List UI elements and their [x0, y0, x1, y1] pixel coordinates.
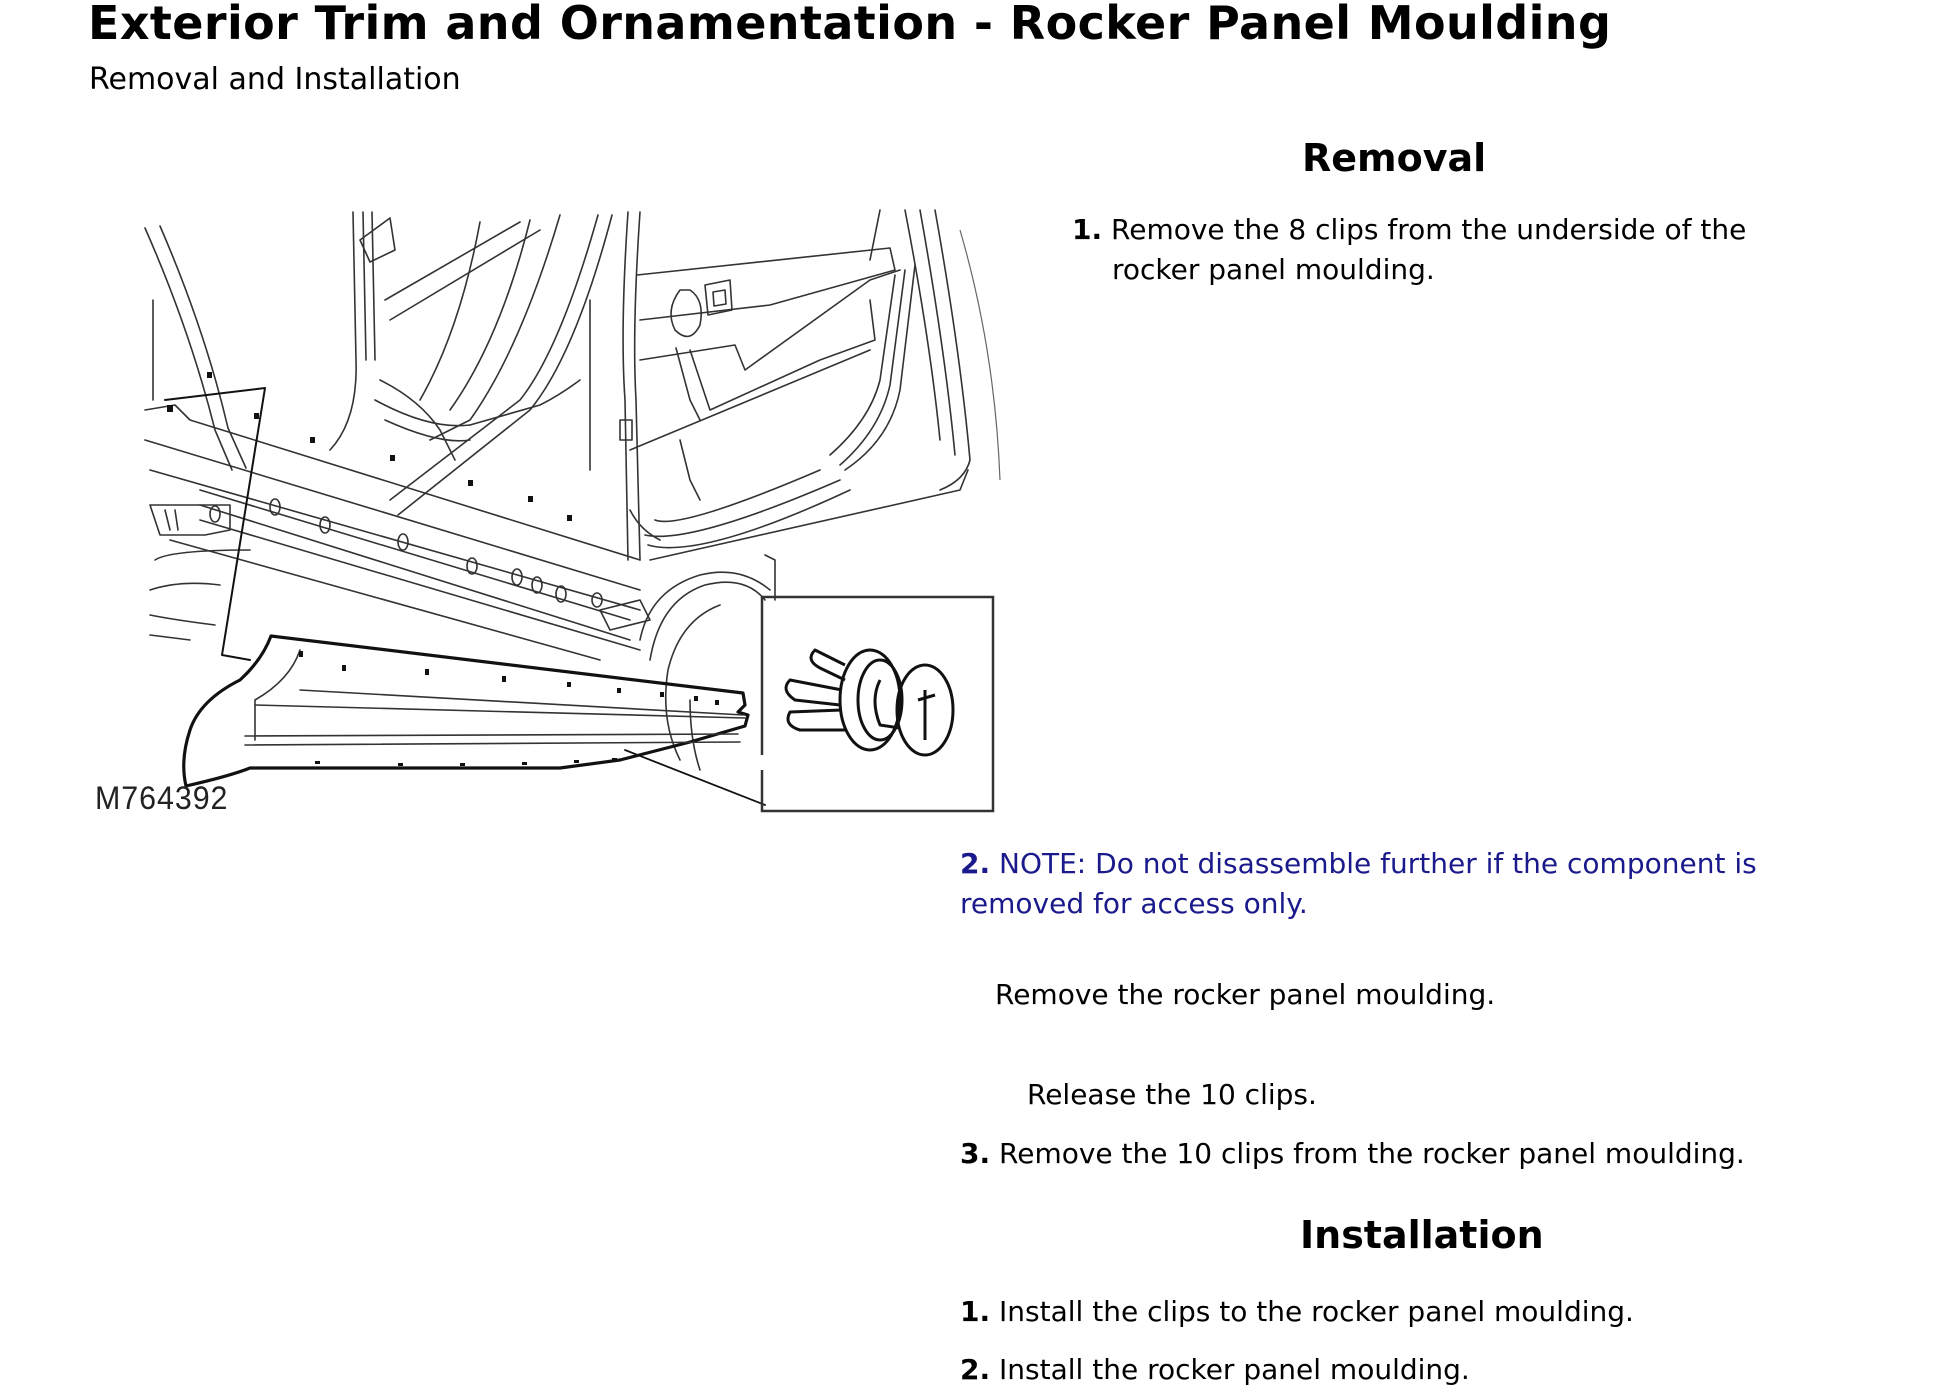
figure-label: M764392 — [95, 780, 229, 816]
removal-step-3: 3. Remove the 10 clips from the rocker p… — [960, 1134, 1745, 1174]
step-number: 1. — [1072, 213, 1103, 246]
removal-substep: Release the 10 clips. — [1027, 1078, 1317, 1111]
page-title: Exterior Trim and Ornamentation - Rocker… — [88, 0, 1612, 50]
step-number: 3. — [960, 1137, 991, 1170]
clip-icon — [784, 648, 955, 757]
vehicle-body-lines — [144, 209, 1001, 771]
removal-step-1: 1. Remove the 8 clips from the underside… — [1072, 210, 1746, 290]
step-text: Remove the 8 clips from the underside of… — [1111, 213, 1747, 246]
sill-panel-lines — [144, 372, 651, 661]
step-number: 1. — [960, 1295, 991, 1328]
step-number: 2. — [960, 1353, 991, 1386]
clip-detail-inset — [760, 595, 995, 813]
callout-frame — [164, 387, 766, 806]
note-text-continued: removed for access only. — [960, 887, 1308, 920]
step-text: Install the clips to the rocker panel mo… — [999, 1295, 1634, 1328]
page-subtitle: Removal and Installation — [89, 62, 461, 97]
step-text: Remove the 10 clips from the rocker pane… — [999, 1137, 1745, 1170]
note-text: NOTE: Do not disassemble further if the … — [999, 847, 1757, 880]
installation-step-2: 2. Install the rocker panel moulding. — [960, 1350, 1470, 1390]
step-text-continued: rocker panel moulding. — [1112, 253, 1435, 286]
removal-heading: Removal — [1302, 136, 1487, 180]
installation-heading: Installation — [1300, 1213, 1544, 1257]
installation-step-1: 1. Install the clips to the rocker panel… — [960, 1292, 1634, 1332]
step-text: Install the rocker panel moulding. — [999, 1353, 1470, 1386]
removal-step-2-note: 2. NOTE: Do not disassemble further if t… — [960, 844, 1757, 924]
step-number: 2. — [960, 847, 991, 880]
rocker-panel-moulding — [182, 634, 750, 788]
removal-substep: Remove the rocker panel moulding. — [995, 978, 1496, 1011]
